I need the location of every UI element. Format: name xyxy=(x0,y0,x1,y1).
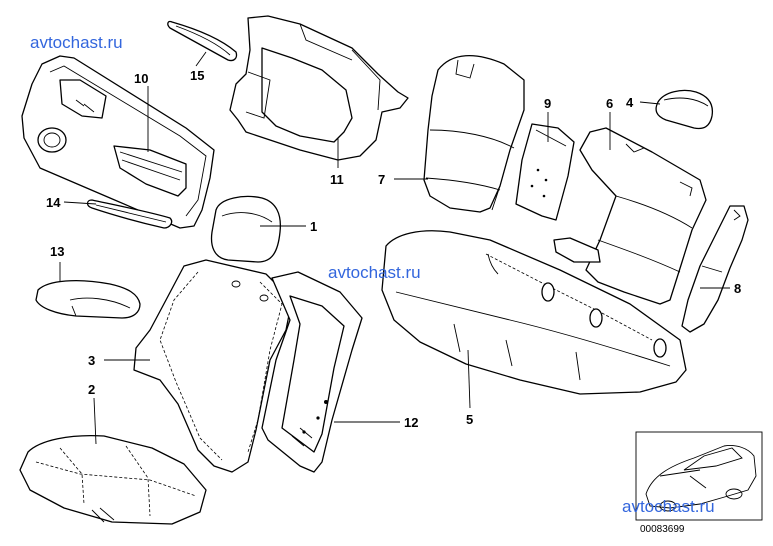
part-12-backrest-frame xyxy=(261,271,363,473)
callout-12: 12 xyxy=(404,415,418,430)
callout-11: 11 xyxy=(330,172,344,187)
callout-1: 1 xyxy=(310,219,317,234)
callout-5: 5 xyxy=(466,412,473,427)
part-8-side-bolster xyxy=(681,205,749,333)
part-13-armrest-cushion xyxy=(35,280,141,319)
callout-4: 4 xyxy=(626,95,634,110)
watermark-top-left: avtochast.ru xyxy=(30,33,123,52)
part-2-front-cushion xyxy=(19,434,207,525)
part-11-trim-carrier xyxy=(229,15,409,161)
part-14-armrest xyxy=(86,199,173,229)
part-4-rear-headrest xyxy=(655,89,714,130)
callout-7: 7 xyxy=(378,172,385,187)
diagram-code: 00083699 xyxy=(640,524,685,535)
part-5-rear-cushion xyxy=(381,230,687,395)
watermark-bottom-right: avtochast.ru xyxy=(622,497,715,516)
callout-8: 8 xyxy=(734,281,741,296)
part-1-front-headrest xyxy=(210,195,282,263)
leader-lines xyxy=(59,51,730,445)
callout-10: 10 xyxy=(134,71,148,86)
part-9-pass-through xyxy=(515,123,575,221)
part-6-rear-backrest-side xyxy=(553,127,707,305)
part-7-rear-backrest xyxy=(423,54,525,213)
callout-14: 14 xyxy=(46,195,61,210)
callout-13: 13 xyxy=(50,244,64,259)
part-3-front-backrest xyxy=(133,259,293,473)
watermark-center: avtochast.ru xyxy=(328,263,421,282)
callout-3: 3 xyxy=(88,353,95,368)
callout-labels: 10 11 15 14 1 13 3 2 12 7 9 6 4 8 5 xyxy=(46,68,741,430)
part-10-door-panel xyxy=(21,55,215,229)
part-15-armrest-pad xyxy=(167,20,238,62)
callout-9: 9 xyxy=(544,96,551,111)
callout-2: 2 xyxy=(88,382,95,397)
callout-15: 15 xyxy=(190,68,204,83)
watermarks: avtochast.ru avtochast.ru avtochast.ru xyxy=(30,33,715,516)
callout-6: 6 xyxy=(606,96,613,111)
car-inset-thumbnail xyxy=(635,431,763,521)
